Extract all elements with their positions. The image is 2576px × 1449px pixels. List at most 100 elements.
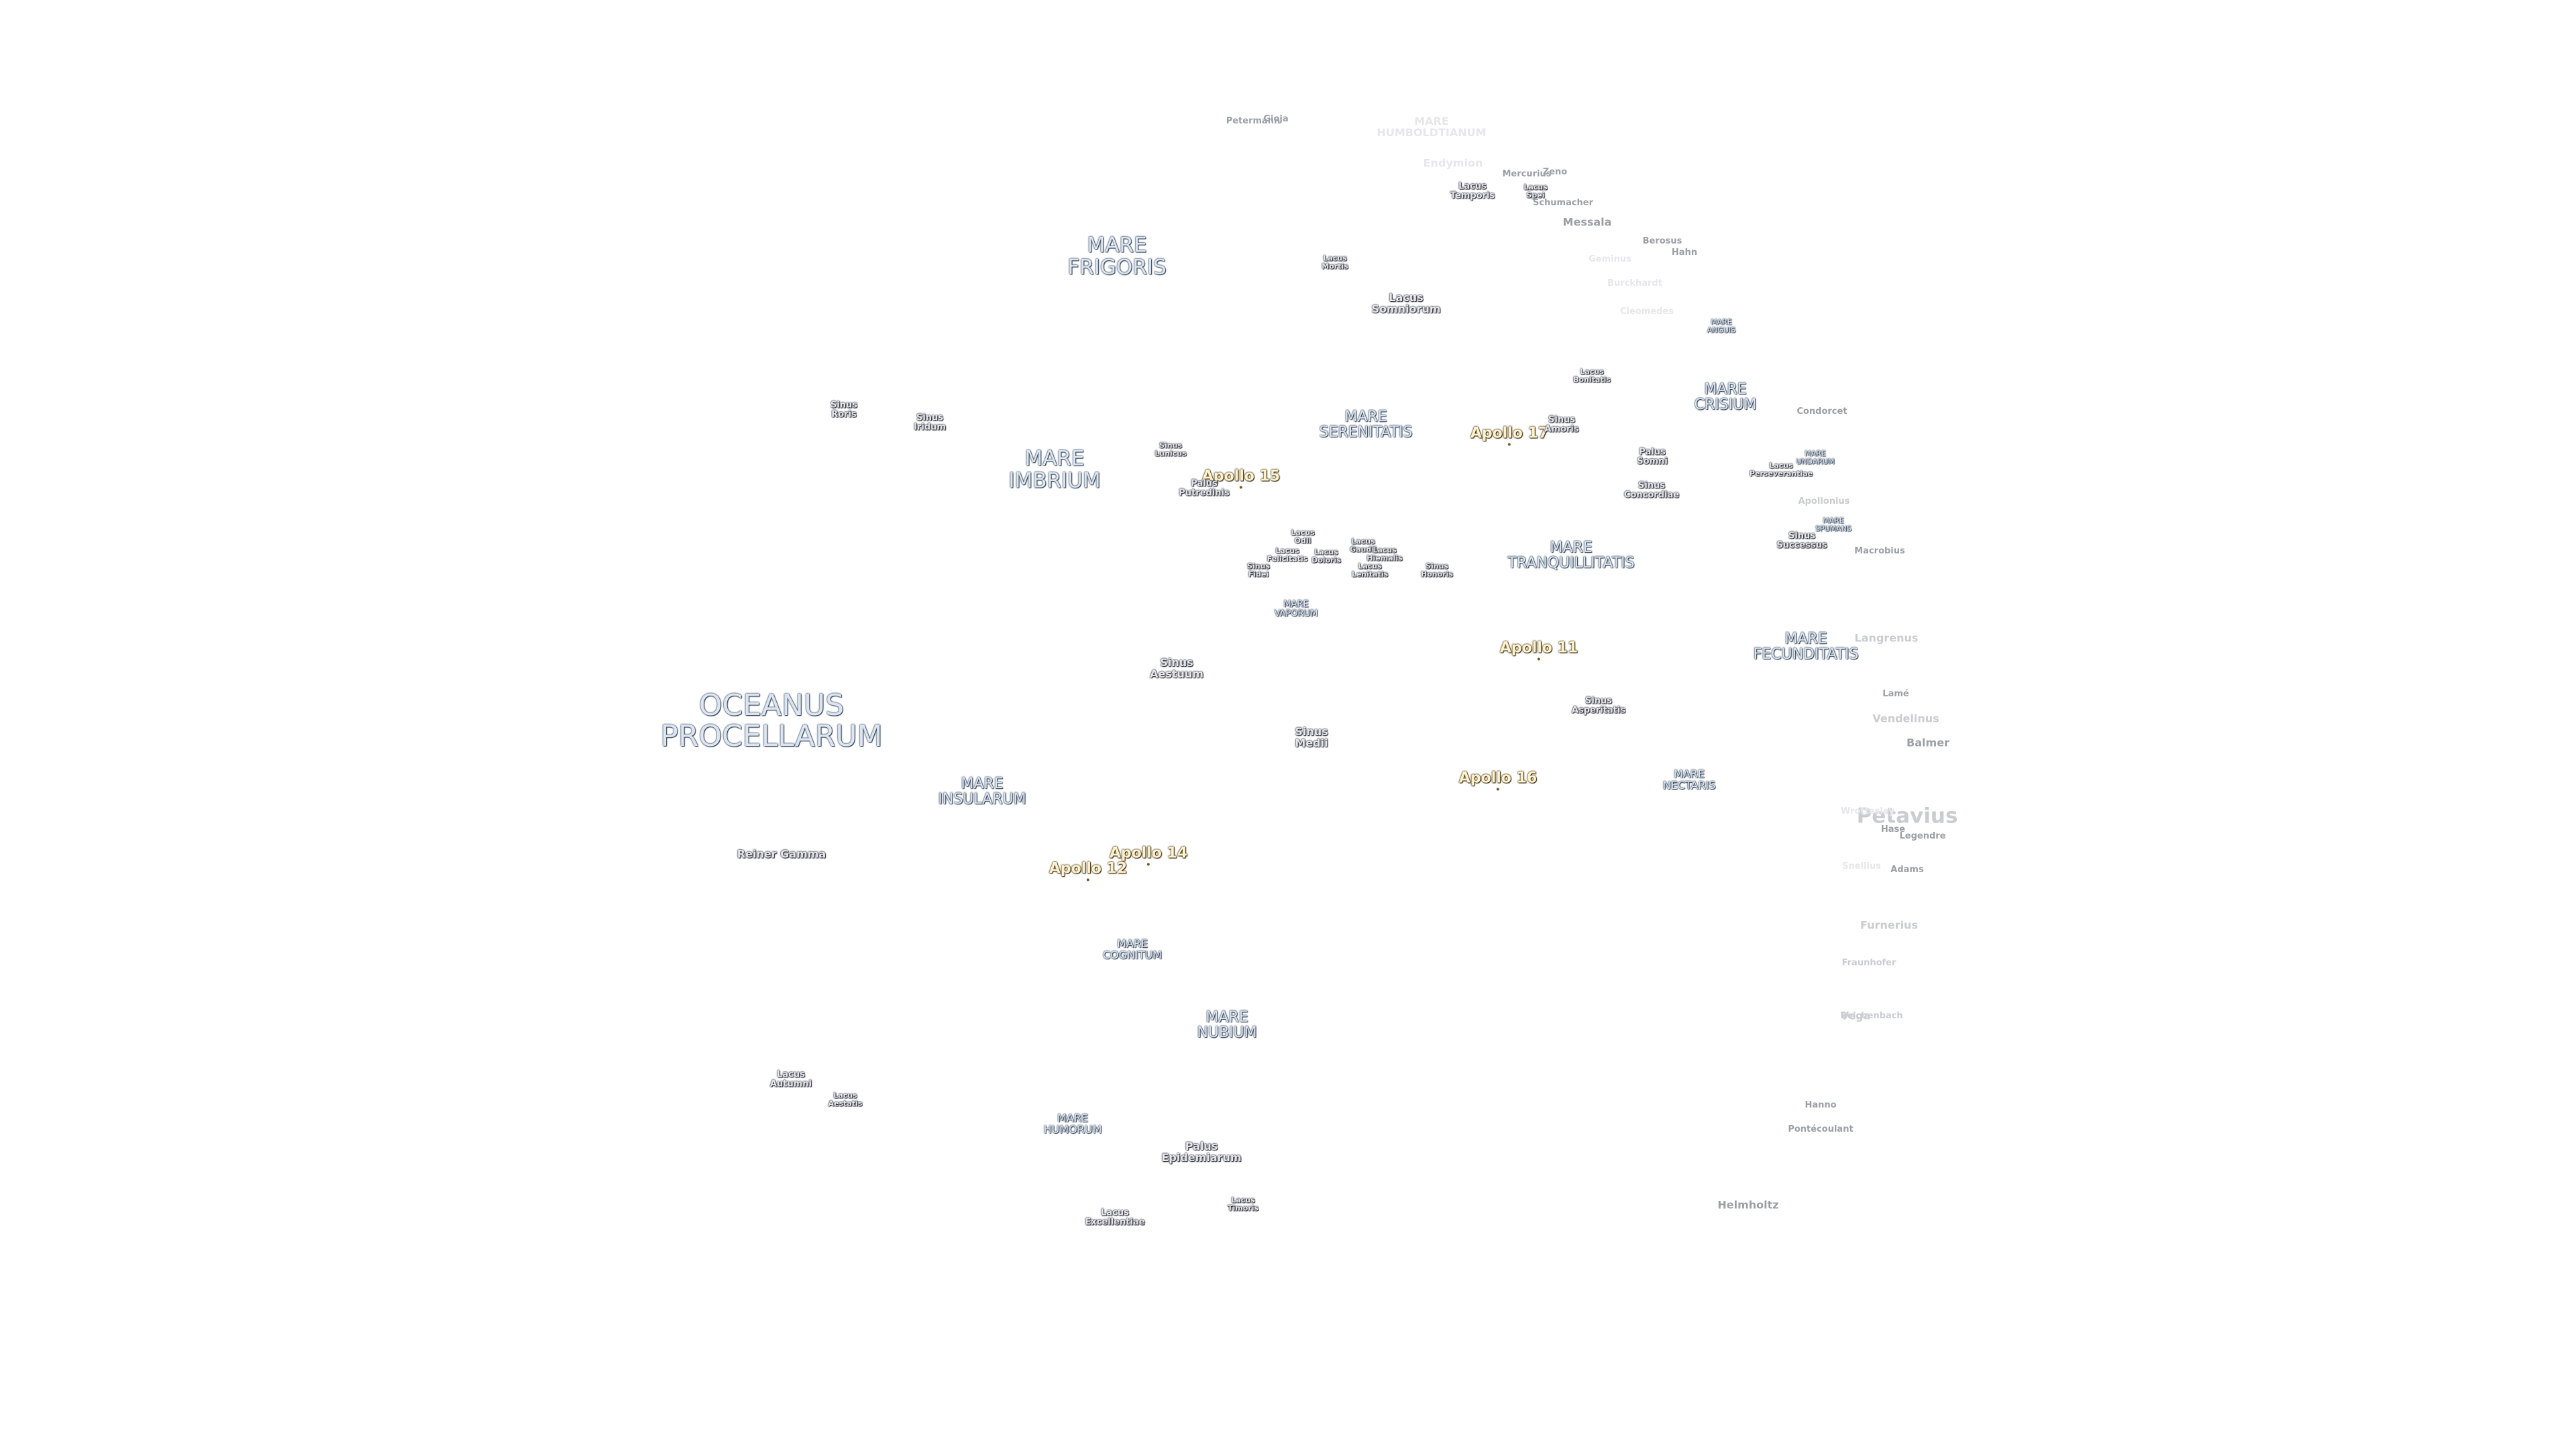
label-line: Petermann bbox=[1226, 116, 1281, 127]
label-line: SPUMANS bbox=[1815, 524, 1851, 533]
label-line: Roris bbox=[831, 409, 857, 419]
label-line: MARE bbox=[1087, 233, 1147, 258]
landing-site-apollo-14: Apollo 14 bbox=[1109, 845, 1188, 866]
label-line: Lunicus bbox=[1155, 449, 1187, 458]
label-line: Apollo 14 bbox=[1109, 845, 1188, 862]
label-line: Sinus bbox=[1426, 561, 1448, 571]
label-line: Hiemalis bbox=[1366, 553, 1403, 562]
label-line: Honoris bbox=[1421, 570, 1453, 578]
label-line: INSULARUM bbox=[938, 791, 1026, 808]
feature-label-berosus: Berosus bbox=[1643, 237, 1682, 246]
label-line: MARE bbox=[1711, 317, 1732, 327]
label-line: Autumni bbox=[769, 1079, 812, 1089]
label-line: MARE bbox=[1823, 516, 1844, 525]
landing-site-apollo-11: Apollo 11 bbox=[1499, 639, 1578, 661]
label-line: Sinus bbox=[1548, 415, 1576, 425]
label-line: MARE bbox=[1283, 599, 1309, 610]
label-line: Lacus bbox=[1389, 291, 1424, 305]
label-line: NECTARIS bbox=[1662, 779, 1716, 792]
feature-label-endymion: Endymion bbox=[1424, 158, 1483, 170]
feature-label-lame: Lamé bbox=[1882, 690, 1909, 699]
label-line: Perseverantiae bbox=[1749, 469, 1813, 478]
label-line: Sinus bbox=[1295, 725, 1328, 739]
label-line: Medii bbox=[1295, 737, 1328, 749]
label-line: Messala bbox=[1562, 215, 1612, 229]
label-line: Apollo 11 bbox=[1499, 639, 1578, 657]
label-line: Fidei bbox=[1248, 570, 1269, 578]
label-line: IMBRIUM bbox=[1008, 468, 1101, 492]
label-line: Lacus bbox=[777, 1069, 805, 1080]
label-line: Sinus bbox=[1788, 531, 1816, 541]
label-line: Adams bbox=[1890, 865, 1924, 875]
label-line: MARE bbox=[1674, 767, 1705, 781]
feature-label-burckhardt: Burckhardt bbox=[1607, 279, 1662, 288]
label-line: Reichenbach bbox=[1840, 1011, 1903, 1022]
label-line: Sinus bbox=[830, 400, 858, 411]
label-line: Somni bbox=[1637, 456, 1668, 466]
label-line: Palus bbox=[1185, 1140, 1218, 1153]
label-line: Schumacher bbox=[1532, 198, 1594, 209]
label-line: Doloris bbox=[1311, 555, 1341, 564]
label-line: Sinus bbox=[1159, 441, 1182, 450]
feature-label-snellius: Snellius bbox=[1842, 862, 1881, 871]
landing-site-apollo-15: Apollo 15 bbox=[1202, 468, 1280, 489]
label-line: Lacus bbox=[1275, 546, 1299, 555]
label-line: MARE bbox=[1205, 1008, 1248, 1026]
label-line: Hase bbox=[1880, 824, 1906, 835]
label-line: Apollo 16 bbox=[1458, 769, 1538, 787]
label-line: Hahn bbox=[1671, 248, 1698, 258]
label-line: Mortis bbox=[1322, 262, 1348, 270]
label-line: ANGUIS bbox=[1707, 325, 1736, 334]
label-line: Palus bbox=[1191, 478, 1218, 489]
label-line: Apollo 17 bbox=[1470, 425, 1549, 442]
label-line: Endymion bbox=[1423, 156, 1483, 170]
label-line: Lenitatis bbox=[1351, 570, 1389, 578]
feature-label-zeno: Zeno bbox=[1543, 168, 1567, 177]
feature-label-geminus: Geminus bbox=[1589, 255, 1631, 264]
label-line: MARE bbox=[1117, 937, 1148, 951]
label-line: Lacus bbox=[1580, 367, 1604, 376]
label-line: Lacus bbox=[1314, 547, 1338, 557]
label-line: Spei bbox=[1526, 191, 1545, 199]
label-line: HUMORUM bbox=[1043, 1123, 1102, 1136]
label-line: Lacus bbox=[1101, 1208, 1129, 1218]
label-line: MARE bbox=[1550, 539, 1593, 556]
label-line: Sinus bbox=[1585, 696, 1613, 706]
label-line: Furnerius bbox=[1860, 918, 1918, 932]
feature-label-petermann: Petermann bbox=[1226, 117, 1281, 126]
label-line: Sinus bbox=[1247, 561, 1270, 571]
label-line: TRANQUILLITATIS bbox=[1507, 555, 1635, 572]
feature-label-schumacher: Schumacher bbox=[1533, 199, 1593, 208]
label-line: MARE bbox=[1805, 449, 1826, 458]
feature-label-adams: Adams bbox=[1890, 865, 1923, 875]
label-line: Aestuum bbox=[1150, 667, 1203, 680]
feature-label-condorcet: Condorcet bbox=[1796, 407, 1847, 417]
label-line: MARE bbox=[1414, 115, 1449, 128]
